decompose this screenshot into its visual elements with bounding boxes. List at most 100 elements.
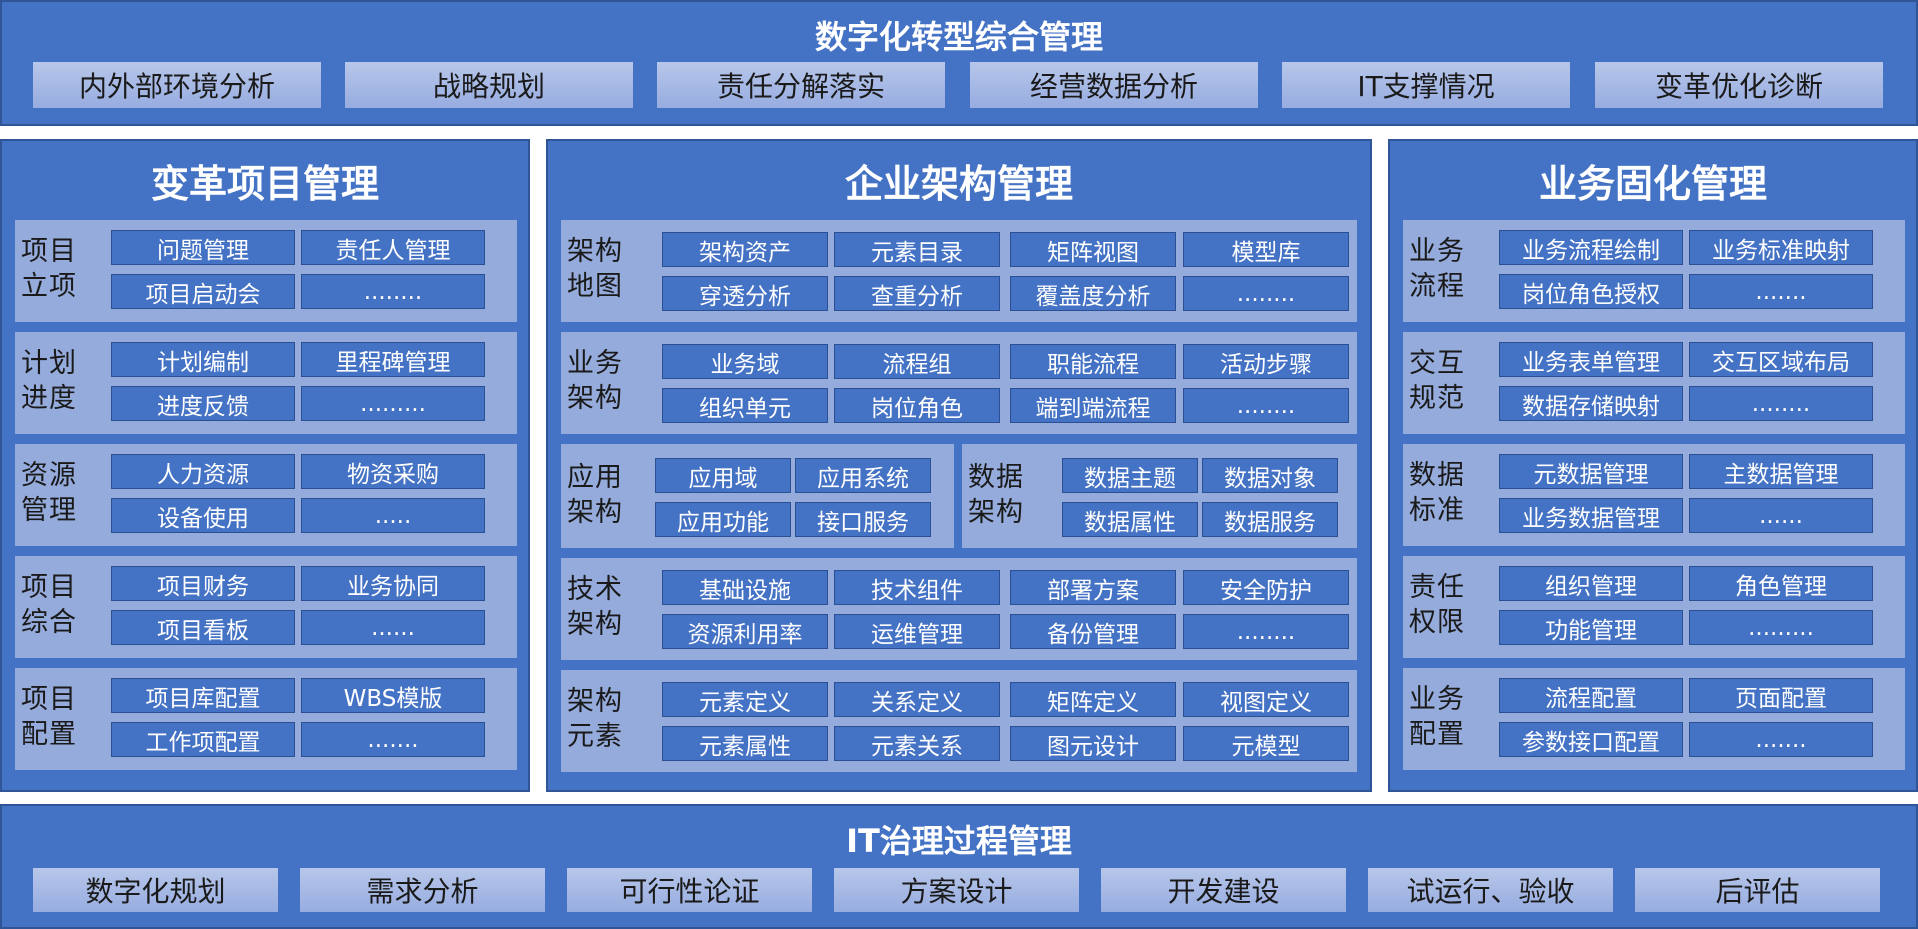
bottom-item-button[interactable]: 可行性论证 bbox=[567, 868, 812, 912]
bottom-item-button[interactable]: 数字化规划 bbox=[33, 868, 278, 912]
item-box[interactable]: ........ bbox=[1183, 276, 1349, 311]
item-box[interactable]: 业务流程绘制 bbox=[1499, 230, 1683, 265]
item-box[interactable]: ..... bbox=[301, 498, 485, 533]
item-box[interactable]: 元素属性 bbox=[662, 726, 828, 761]
item-box[interactable]: 基础设施 bbox=[662, 570, 828, 605]
item-box[interactable]: 计划编制 bbox=[111, 342, 295, 377]
item-box[interactable]: 应用系统 bbox=[795, 458, 931, 493]
middle-panel: 企业架构管理 架构 地图架构资产元素目录矩阵视图模型库穿透分析查重分析覆盖度分析… bbox=[546, 139, 1372, 792]
item-box[interactable]: 数据主题 bbox=[1062, 458, 1198, 493]
item-box[interactable]: 技术组件 bbox=[834, 570, 1000, 605]
item-box[interactable]: 项目看板 bbox=[111, 610, 295, 645]
item-box[interactable]: 进度反馈 bbox=[111, 386, 295, 421]
item-box[interactable]: 资源利用率 bbox=[662, 614, 828, 649]
item-box[interactable]: 项目启动会 bbox=[111, 274, 295, 309]
item-box[interactable]: 流程配置 bbox=[1499, 678, 1683, 713]
item-box[interactable]: 元模型 bbox=[1183, 726, 1349, 761]
item-box[interactable]: WBS模版 bbox=[301, 678, 485, 713]
item-box[interactable]: 矩阵视图 bbox=[1010, 232, 1176, 267]
item-box[interactable]: 视图定义 bbox=[1183, 682, 1349, 717]
item-box[interactable]: ...... bbox=[301, 610, 485, 645]
top-item-button[interactable]: 内外部环境分析 bbox=[33, 62, 321, 108]
item-box[interactable]: ...... bbox=[1689, 498, 1873, 533]
item-box[interactable]: 页面配置 bbox=[1689, 678, 1873, 713]
item-box[interactable]: ........ bbox=[1689, 386, 1873, 421]
item-box[interactable]: 主数据管理 bbox=[1689, 454, 1873, 489]
group-label: 架构 元素 bbox=[567, 686, 623, 752]
item-box[interactable]: ....... bbox=[1689, 274, 1873, 309]
item-box[interactable]: 应用域 bbox=[655, 458, 791, 493]
item-box[interactable]: 矩阵定义 bbox=[1010, 682, 1176, 717]
item-box[interactable]: 问题管理 bbox=[111, 230, 295, 265]
item-box[interactable]: 物资采购 bbox=[301, 454, 485, 489]
item-box[interactable]: 数据对象 bbox=[1202, 458, 1338, 493]
item-box[interactable]: 元数据管理 bbox=[1499, 454, 1683, 489]
item-box[interactable]: 图元设计 bbox=[1010, 726, 1176, 761]
item-box[interactable]: 查重分析 bbox=[834, 276, 1000, 311]
item-box[interactable]: 接口服务 bbox=[795, 502, 931, 537]
item-box[interactable]: ......... bbox=[301, 386, 485, 421]
top-item-button[interactable]: 责任分解落实 bbox=[657, 62, 945, 108]
item-box[interactable]: ........ bbox=[1183, 614, 1349, 649]
item-box[interactable]: 交互区域布局 bbox=[1689, 342, 1873, 377]
bottom-item-button[interactable]: 后评估 bbox=[1635, 868, 1880, 912]
item-box[interactable]: 责任人管理 bbox=[301, 230, 485, 265]
item-box[interactable]: 人力资源 bbox=[111, 454, 295, 489]
item-box[interactable]: 设备使用 bbox=[111, 498, 295, 533]
item-box[interactable]: 活动步骤 bbox=[1183, 344, 1349, 379]
bottom-item-button[interactable]: 试运行、验收 bbox=[1368, 868, 1613, 912]
item-box[interactable]: ......... bbox=[1689, 610, 1873, 645]
item-box[interactable]: 项目财务 bbox=[111, 566, 295, 601]
item-box[interactable]: 部署方案 bbox=[1010, 570, 1176, 605]
item-box[interactable]: 元素定义 bbox=[662, 682, 828, 717]
item-box[interactable]: 项目库配置 bbox=[111, 678, 295, 713]
item-box[interactable]: 应用功能 bbox=[655, 502, 791, 537]
item-box[interactable]: 模型库 bbox=[1183, 232, 1349, 267]
item-box[interactable]: 数据服务 bbox=[1202, 502, 1338, 537]
item-box[interactable]: 流程组 bbox=[834, 344, 1000, 379]
top-item-button[interactable]: IT支撑情况 bbox=[1282, 62, 1570, 108]
group-label: 架构 地图 bbox=[567, 236, 623, 302]
item-box[interactable]: ........ bbox=[1183, 388, 1349, 423]
item-box[interactable]: ....... bbox=[301, 722, 485, 757]
item-box[interactable]: 岗位角色授权 bbox=[1499, 274, 1683, 309]
item-box[interactable]: 覆盖度分析 bbox=[1010, 276, 1176, 311]
top-item-button[interactable]: 战略规划 bbox=[345, 62, 633, 108]
top-item-button[interactable]: 经营数据分析 bbox=[970, 62, 1258, 108]
bottom-item-button[interactable]: 开发建设 bbox=[1101, 868, 1346, 912]
item-box[interactable]: 角色管理 bbox=[1689, 566, 1873, 601]
item-box[interactable]: 组织管理 bbox=[1499, 566, 1683, 601]
item-box[interactable]: 端到端流程 bbox=[1010, 388, 1176, 423]
item-box[interactable]: 元素关系 bbox=[834, 726, 1000, 761]
right-panel-title: 业务固化管理 bbox=[1538, 162, 1767, 206]
item-box[interactable]: 运维管理 bbox=[834, 614, 1000, 649]
top-item-button[interactable]: 变革优化诊断 bbox=[1595, 62, 1883, 108]
item-box[interactable]: 职能流程 bbox=[1010, 344, 1176, 379]
item-box[interactable]: 元素目录 bbox=[834, 232, 1000, 267]
item-box[interactable]: 安全防护 bbox=[1183, 570, 1349, 605]
item-box[interactable]: 功能管理 bbox=[1499, 610, 1683, 645]
item-box[interactable]: 参数接口配置 bbox=[1499, 722, 1683, 757]
item-box[interactable]: 工作项配置 bbox=[111, 722, 295, 757]
item-box[interactable]: 数据属性 bbox=[1062, 502, 1198, 537]
item-box[interactable]: 组织单元 bbox=[662, 388, 828, 423]
group-left-0: 项目 立项问题管理责任人管理项目启动会........ bbox=[15, 220, 517, 322]
item-box[interactable]: 业务协同 bbox=[301, 566, 485, 601]
item-box[interactable]: 里程碑管理 bbox=[301, 342, 485, 377]
item-box[interactable]: 数据存储映射 bbox=[1499, 386, 1683, 421]
bottom-item-button[interactable]: 需求分析 bbox=[300, 868, 545, 912]
bottom-item-button[interactable]: 方案设计 bbox=[834, 868, 1079, 912]
group-label: 项目 配置 bbox=[21, 684, 77, 750]
item-box[interactable]: 备份管理 bbox=[1010, 614, 1176, 649]
item-box[interactable]: 业务标准映射 bbox=[1689, 230, 1873, 265]
item-box[interactable]: ........ bbox=[301, 274, 485, 309]
item-box[interactable]: 穿透分析 bbox=[662, 276, 828, 311]
item-box[interactable]: ....... bbox=[1689, 722, 1873, 757]
item-box[interactable]: 业务表单管理 bbox=[1499, 342, 1683, 377]
item-box[interactable]: 业务数据管理 bbox=[1499, 498, 1683, 533]
item-box[interactable]: 业务域 bbox=[662, 344, 828, 379]
item-box[interactable]: 架构资产 bbox=[662, 232, 828, 267]
item-box[interactable]: 岗位角色 bbox=[834, 388, 1000, 423]
item-box[interactable]: 关系定义 bbox=[834, 682, 1000, 717]
